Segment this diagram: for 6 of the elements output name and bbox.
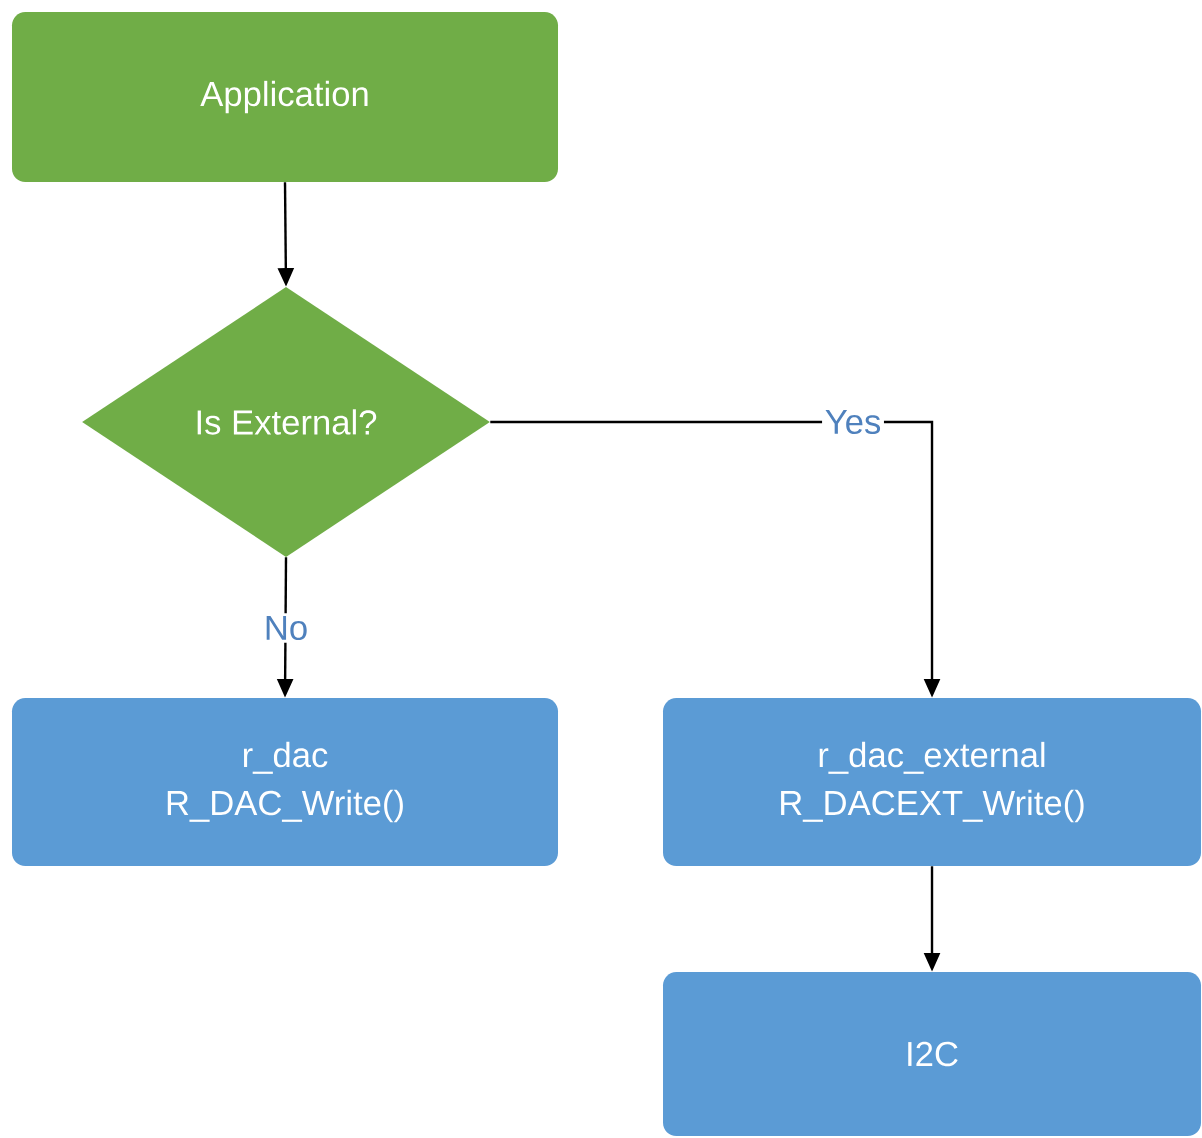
- process-box: I2C: [663, 972, 1201, 1136]
- process-box: r_dac R_DAC_Write(): [12, 698, 558, 866]
- process-box: r_dac_external R_DACEXT_Write(): [663, 698, 1201, 866]
- start-box: Application: [12, 12, 558, 182]
- edge-label: Yes: [822, 407, 884, 437]
- edge-label: No: [261, 613, 311, 643]
